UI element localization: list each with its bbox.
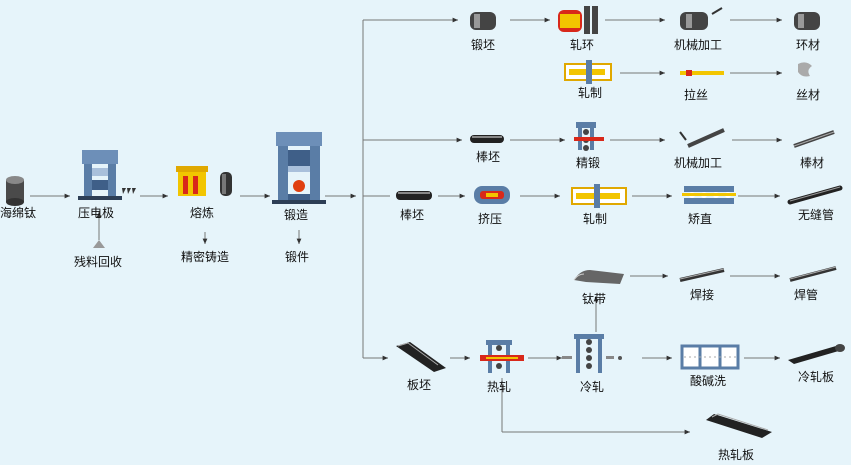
- ring-product-icon: [794, 12, 820, 30]
- slab-icon: [396, 342, 446, 372]
- precision-casting-label: 精密铸造: [181, 250, 230, 264]
- press-machine-icon: [78, 150, 136, 200]
- melting-label: 熔炼: [190, 206, 215, 220]
- ring-machining-icon: [680, 7, 723, 30]
- hot-rolling-label: 热轧: [487, 380, 512, 394]
- forgings-label: 锻件: [285, 250, 310, 264]
- forged-billet-label: 锻坯: [471, 38, 496, 52]
- titanium-strip-icon: [573, 270, 624, 284]
- forging-press-icon: [272, 132, 326, 204]
- rolling-mill-icon-2: [571, 184, 627, 208]
- precision-forging-label: 精锻: [576, 156, 601, 170]
- wire-drawing-label: 拉丝: [684, 88, 709, 102]
- pickling-icon: [680, 344, 740, 370]
- welding-label: 焊接: [690, 288, 715, 302]
- wire-product-label: 丝材: [796, 88, 821, 102]
- welded-tube-label: 焊管: [794, 288, 819, 302]
- seamless-tube-label: 无缝管: [798, 208, 835, 222]
- sponge-titanium-icon: [6, 176, 24, 206]
- bar-billet-label-2: 棒坯: [400, 208, 425, 222]
- precision-forging-icon: [574, 122, 604, 151]
- straightening-icon: [682, 186, 736, 204]
- bar-billet-icon-2: [396, 191, 432, 200]
- scrap-recycle-icon: [93, 240, 105, 248]
- straightening-label: 矫直: [688, 212, 713, 226]
- seamless-tube-icon: [787, 185, 843, 205]
- cold-rolling-label: 冷轧: [580, 380, 605, 394]
- bar-product-label: 棒材: [800, 156, 825, 170]
- bar-product-icon: [793, 130, 835, 148]
- melting-furnace-icon: [176, 166, 232, 196]
- rolling-label-2: 轧制: [583, 212, 608, 226]
- slab-label: 板坯: [407, 378, 432, 392]
- extrusion-icon: [474, 186, 510, 204]
- press-electrode-label: 压电极: [78, 206, 115, 220]
- wire-drawing-icon: [680, 70, 724, 76]
- bar-machining-label: 机械加工: [674, 156, 723, 170]
- bar-billet-icon-1: [470, 135, 504, 143]
- titanium-strip-label: 钛带: [582, 292, 607, 306]
- ring-rolling-label: 轧环: [570, 38, 595, 52]
- cold-rolled-plate-icon: [788, 344, 845, 364]
- rolling-mill-icon-1: [564, 60, 612, 84]
- bar-machining-icon: [679, 128, 725, 148]
- cold-rolling-icon: [562, 334, 622, 373]
- pickling-label: 酸碱洗: [690, 374, 727, 388]
- ring-rolling-icon: [558, 6, 598, 34]
- sponge-titanium-label: 海绵钛: [0, 206, 37, 220]
- cold-rolled-plate-label: 冷轧板: [798, 370, 835, 384]
- ring-product-label: 环材: [796, 38, 821, 52]
- hot-rolling-icon: [480, 340, 524, 373]
- wire-product-icon: [798, 62, 812, 77]
- hot-rolled-plate-icon: [706, 413, 772, 438]
- rolling-label-1: 轧制: [578, 86, 603, 100]
- forging-label: 锻造: [284, 208, 309, 222]
- ring-machining-label: 机械加工: [674, 38, 723, 52]
- scrap-recycle-label: 残料回收: [74, 255, 123, 269]
- extrusion-label: 挤压: [478, 212, 503, 226]
- welding-icon: [679, 268, 725, 282]
- welded-tube-icon: [789, 266, 837, 282]
- bar-billet-label-1: 棒坯: [476, 150, 501, 164]
- forged-billet-icon: [470, 12, 496, 30]
- hot-rolled-plate-label: 热轧板: [718, 448, 755, 462]
